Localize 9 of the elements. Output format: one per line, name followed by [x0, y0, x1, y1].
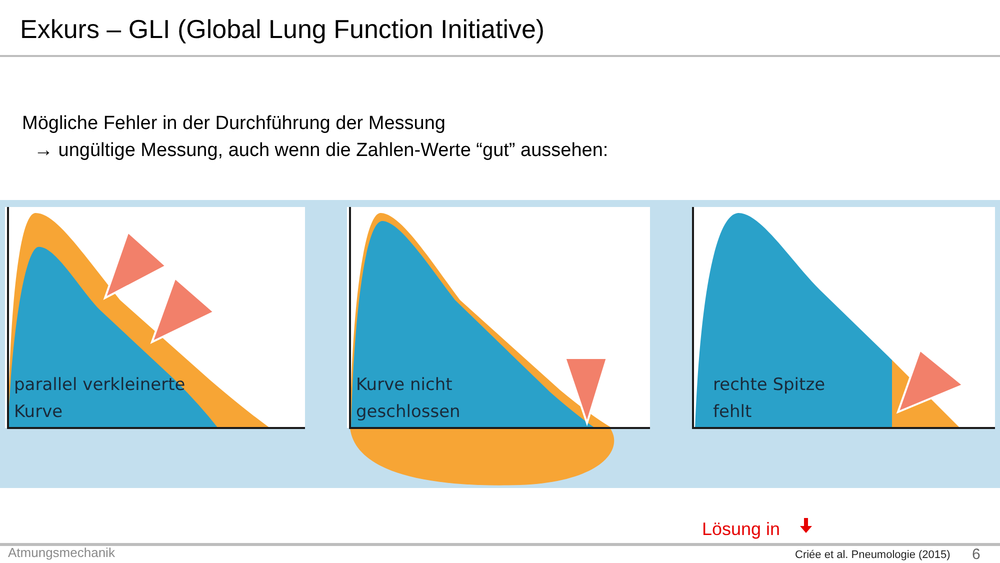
- subtitle-text: Mögliche Fehler in der Durchführung der Messung: [22, 113, 446, 135]
- page-number: 6: [972, 546, 980, 563]
- curve-caption: Kurve nicht geschlossen: [356, 374, 462, 424]
- slide-title: Exkurs – GLI (Global Lung Function Initiative): [20, 14, 545, 45]
- footer-section-text: Atmungsmechanik: [8, 545, 115, 560]
- solution-hint: Lösung in: [702, 519, 780, 540]
- curve-caption: rechte Spitze fehlt: [713, 374, 826, 424]
- citation-text: Criée et al. Pneumologie (2015): [795, 549, 950, 561]
- subtitle-text: → ungültige Messung, auch wenn die Zahlen-Werte “gut” aussehen:: [34, 140, 608, 162]
